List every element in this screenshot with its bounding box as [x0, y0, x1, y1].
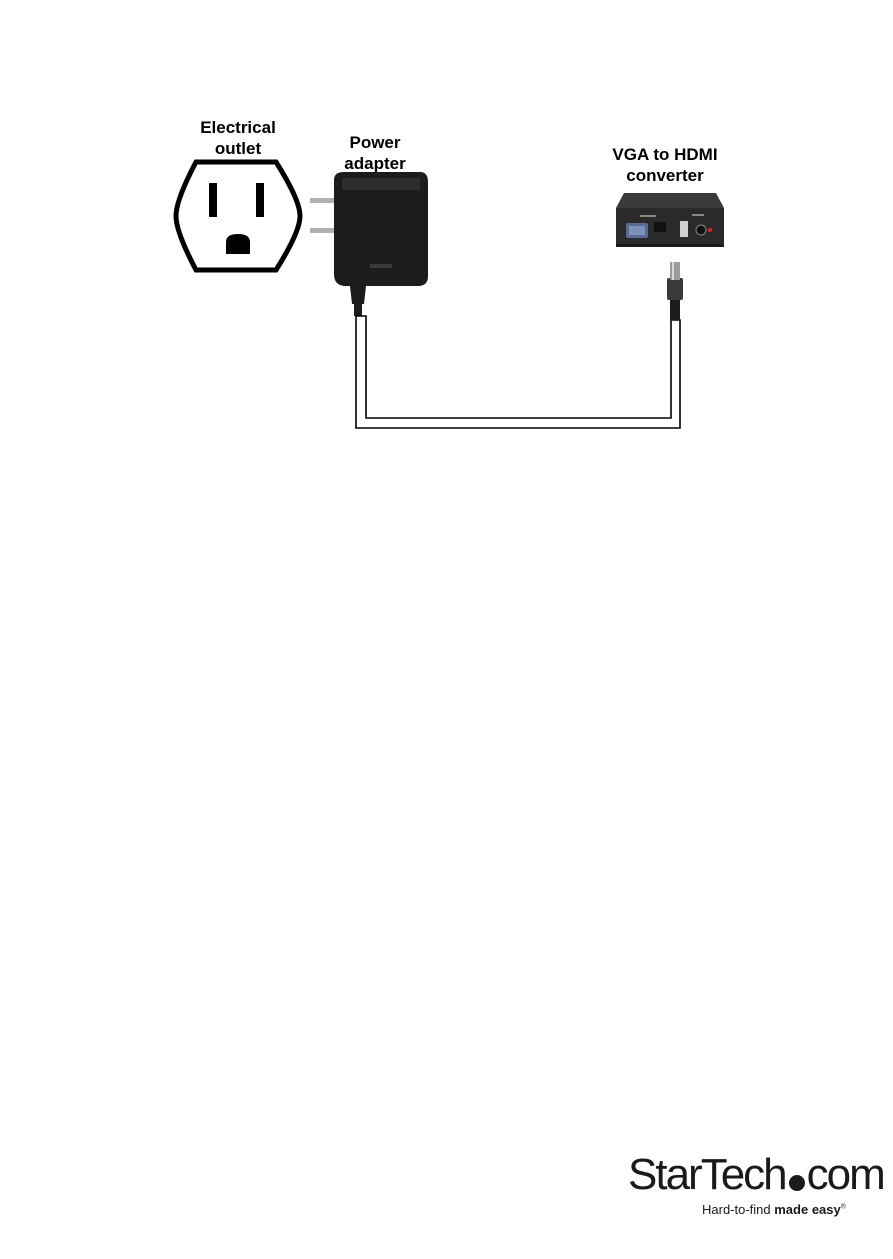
power-adapter-icon [310, 172, 428, 316]
electrical-outlet-icon [173, 159, 303, 273]
vga-hdmi-converter-icon [616, 193, 724, 247]
logo-tagline: Hard-to-find made easy® [702, 1202, 846, 1217]
electrical-outlet-label: Electrical outlet [178, 117, 298, 159]
converter-label-line-2: converter [626, 166, 704, 185]
power-cable [355, 315, 681, 429]
adapter-label-line-2: adapter [344, 154, 406, 173]
dc-plug-icon [667, 262, 683, 320]
trademark-symbol: ® [840, 1203, 846, 1211]
outlet-label-line-1: Electrical [200, 118, 276, 137]
logo-wordmark: StarTech com [628, 1150, 886, 1200]
outlet-label-line-2: outlet [214, 139, 262, 158]
converter-label-line-1: VGA to HDMI [612, 145, 718, 164]
converter-label: VGA to HDMI converter [590, 144, 740, 186]
logo-dot-icon [788, 1175, 805, 1191]
logo-brand-left: StarTech [628, 1150, 788, 1199]
power-adapter-label: Power adapter [320, 132, 430, 174]
adapter-label-line-1: Power [349, 133, 401, 152]
startech-logo: StarTech com Hard-to-find made easy® [620, 1150, 886, 1230]
logo-brand-right: com [806, 1150, 886, 1199]
tagline-bold: made easy [774, 1202, 841, 1217]
tagline-regular: Hard-to-find [702, 1202, 775, 1217]
